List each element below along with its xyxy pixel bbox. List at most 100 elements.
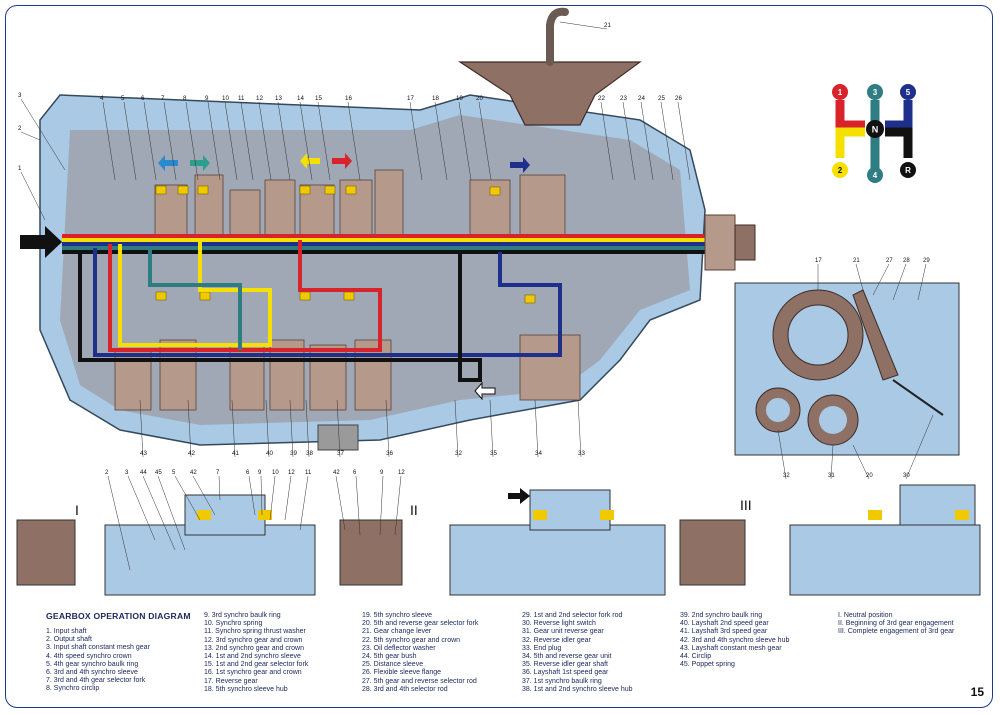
stage-2-body xyxy=(449,524,666,596)
legend-item: 8. Synchro circlip xyxy=(46,685,100,693)
legend-item: 4. 4th speed synchro crown xyxy=(46,652,132,660)
callout-leader xyxy=(622,101,636,181)
callout-number: 29 xyxy=(923,258,930,264)
callout-number: 32 xyxy=(783,473,790,479)
page-number: 15 xyxy=(970,685,984,699)
callout-number: 5 xyxy=(121,95,125,102)
legend-item: 26. Flexible sleeve flange xyxy=(362,669,441,677)
gear3-label: 3 xyxy=(873,88,878,97)
arrow-blue-icon xyxy=(158,155,178,171)
synchro-rings xyxy=(155,185,536,304)
callout-number: 39 xyxy=(290,450,297,457)
flow-blue-loop xyxy=(93,248,562,357)
legend-item: 44. Circlip xyxy=(680,653,712,661)
stage-1-teeth xyxy=(16,519,76,586)
callout-number: 12 xyxy=(398,470,405,476)
callout-leader xyxy=(905,414,934,480)
callout-number: 35 xyxy=(490,450,497,457)
legend-item: 10. Synchro spring xyxy=(204,620,263,628)
callout-leader xyxy=(284,475,292,521)
callout-leader xyxy=(559,21,608,30)
callout-number: 40 xyxy=(266,450,273,457)
callout-leader xyxy=(139,399,144,458)
legend-item: 23. Oil deflector washer xyxy=(362,644,436,652)
callout-number: 24 xyxy=(638,95,645,102)
output-nut xyxy=(734,224,756,261)
callout-leader xyxy=(142,475,176,551)
callout-number: 23 xyxy=(620,95,627,102)
legend-item: III. Complete engagement of 3rd gear xyxy=(838,628,955,636)
drain-plug xyxy=(317,424,359,451)
legend-item: 16. 1st synchro gear and crown xyxy=(204,669,302,677)
callout-number: 42 xyxy=(188,450,195,457)
callout-number: 20 xyxy=(866,473,873,479)
stage-3-body xyxy=(789,524,981,596)
callout-number: 10 xyxy=(222,95,229,102)
callout-number: 17 xyxy=(815,258,822,264)
callout-leader xyxy=(409,101,423,181)
callout-number: 2 xyxy=(18,125,22,132)
arrow-teal-icon xyxy=(190,155,210,171)
callout-leader xyxy=(660,101,674,181)
callout-leader xyxy=(123,101,137,181)
stage-2-group: II xyxy=(339,488,666,596)
idler-gear-right-inner xyxy=(819,406,847,434)
callout-number: 41 xyxy=(232,450,239,457)
stage-2-arrow-icon xyxy=(508,488,530,504)
callout-leader xyxy=(260,475,263,516)
legend-item: 35. Reverse idler gear shaft xyxy=(522,661,608,669)
callout-leader xyxy=(855,263,864,291)
callout-number: 27 xyxy=(886,258,893,264)
callout-number: 37 xyxy=(337,450,344,457)
legend-item: 40. Layshaft 2nd speed gear xyxy=(680,620,769,628)
legend-item: 39. 2nd synchro baulk ring xyxy=(680,612,763,619)
pattern-yellow-path xyxy=(835,127,865,158)
stage-3-ring-right xyxy=(955,510,969,520)
reverse-gear-inner xyxy=(787,304,849,366)
callout-leader xyxy=(185,101,199,181)
stage-1-ring-left xyxy=(197,510,211,520)
stage-2-ring-left xyxy=(533,510,547,520)
callout-number: 11 xyxy=(305,470,312,476)
inset-callouts: 172127282932312030 xyxy=(777,258,934,480)
legend-item: 20. 5th and reverse gear selector fork xyxy=(362,620,479,628)
callout-leader xyxy=(489,399,494,458)
power-flow-lines xyxy=(62,234,720,382)
gear5-icon xyxy=(900,84,916,100)
callout-leader xyxy=(240,101,254,181)
legend-item: 32. Reverse idler gear xyxy=(522,636,591,644)
callout-leader xyxy=(258,101,272,181)
legend-item: 7. 3rd and 4th gear selector fork xyxy=(46,677,146,685)
callout-number: 36 xyxy=(386,450,393,457)
callout-number: 5 xyxy=(172,470,176,476)
stage-1-ring-right xyxy=(258,510,272,520)
callout-number: 9 xyxy=(205,95,209,102)
callout-number: 20 xyxy=(476,95,483,102)
page-frame xyxy=(5,5,993,708)
callout-number: 6 xyxy=(141,95,145,102)
arrow-red-icon xyxy=(332,153,352,169)
callout-number: 2 xyxy=(105,470,109,476)
legend-item: 42. 3rd and 4th synchro sleeve hub xyxy=(680,636,790,644)
callout-leader xyxy=(335,475,346,531)
callout-number: 34 xyxy=(535,450,542,457)
legend-item: 18. 5th synchro sleeve hub xyxy=(204,685,288,693)
callout-leader xyxy=(127,475,156,541)
callout-number: 26 xyxy=(675,95,682,102)
callout-leader xyxy=(454,399,459,458)
callout-number: 19 xyxy=(456,95,463,102)
callout-number: 10 xyxy=(272,470,279,476)
legend-item: 24. 5th gear bush xyxy=(362,653,417,661)
legend-item: 11. Synchro spring thrust washer xyxy=(204,628,306,636)
legend-item: 25. Distance sleeve xyxy=(362,661,424,669)
arrow-reverse-icon xyxy=(474,381,496,401)
callout-leader xyxy=(355,475,361,536)
callout-leader xyxy=(640,101,654,181)
reverse-inset: 172127282932312030 xyxy=(734,258,960,480)
callout-leader xyxy=(289,399,294,458)
callout-leader xyxy=(265,399,270,458)
legend-item: 12. 3rd synchro gear and crown xyxy=(204,636,303,644)
